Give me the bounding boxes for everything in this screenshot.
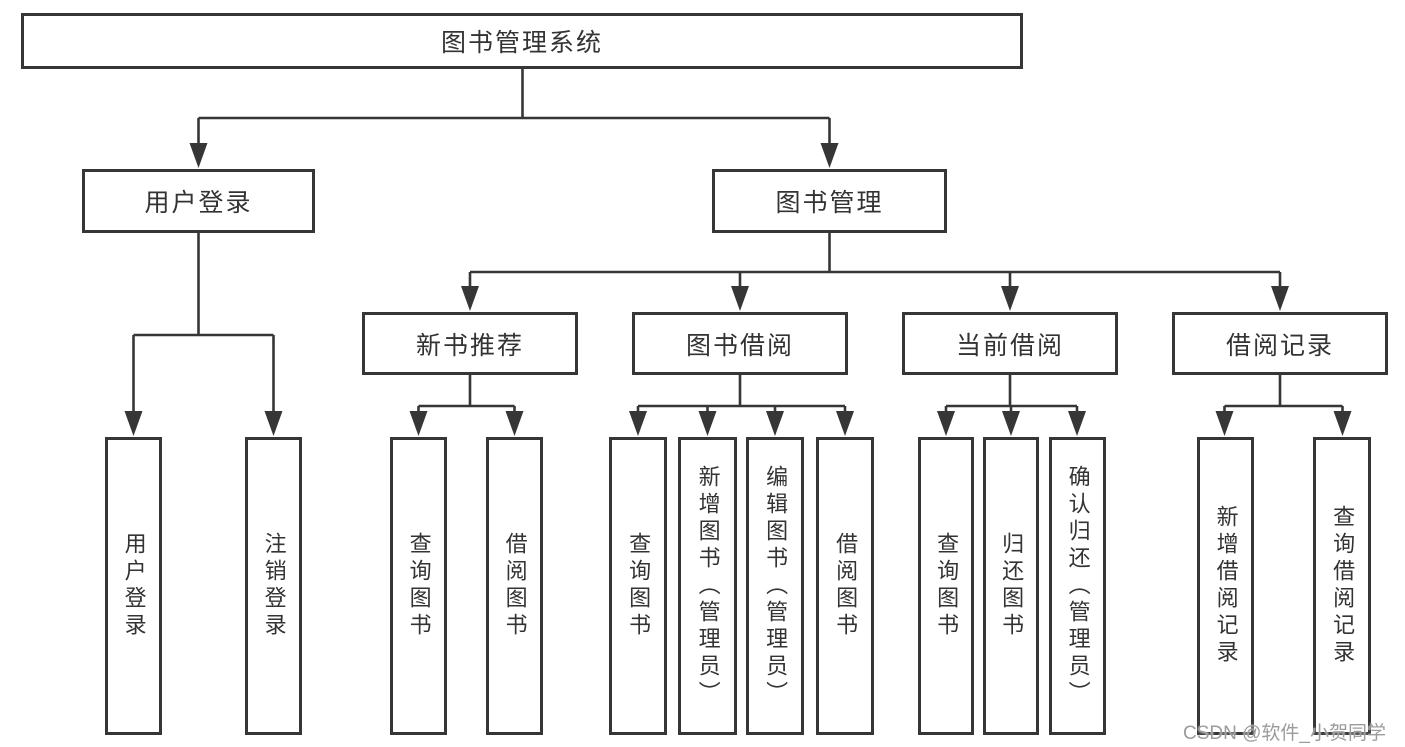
leaf-label: 借阅图书 <box>502 532 528 640</box>
leaf-label: 新增借阅记录 <box>1213 505 1239 667</box>
leaf-label: 注销登录 <box>261 532 287 640</box>
leaf-user-login: 用户登录 <box>105 437 162 735</box>
leaf-query-books-current: 查询图书 <box>918 437 974 735</box>
leaf-borrow-books: 借阅图书 <box>816 437 874 735</box>
leaf-confirm-return-admin: 确认归还（管理员） <box>1049 437 1106 735</box>
leaf-add-books-admin: 新增图书（管理员） <box>678 437 737 735</box>
leaf-borrow-books-recommend: 借阅图书 <box>486 437 543 735</box>
arrowheads <box>124 143 1352 436</box>
leaf-query-books-borrowing: 查询图书 <box>609 437 667 735</box>
node-user-login: 用户登录 <box>82 169 315 233</box>
leaf-label: 归还图书 <box>999 532 1025 640</box>
leaf-label: 查询图书 <box>626 532 652 640</box>
csdn-watermark: CSDN @软件_小贺同学 <box>1183 723 1386 744</box>
leaf-edit-books-admin: 编辑图书（管理员） <box>746 437 804 735</box>
leaf-label: 用户登录 <box>121 532 147 640</box>
leaf-label: 确认归还（管理员） <box>1065 464 1091 708</box>
node-borrowing-records: 借阅记录 <box>1172 312 1388 375</box>
leaf-label: 查询图书 <box>934 532 960 640</box>
leaf-label: 新增图书（管理员） <box>695 464 721 708</box>
leaf-return-books: 归还图书 <box>983 437 1039 735</box>
node-current-borrowing: 当前借阅 <box>902 312 1118 375</box>
node-new-book-recommend: 新书推荐 <box>362 312 578 375</box>
leaf-logout: 注销登录 <box>245 437 302 735</box>
node-book-management: 图书管理 <box>712 169 947 233</box>
node-library-management-system: 图书管理系统 <box>21 13 1023 69</box>
node-book-borrowing: 图书借阅 <box>632 312 848 375</box>
leaf-label: 借阅图书 <box>833 532 859 640</box>
leaf-query-borrow-record: 查询借阅记录 <box>1313 437 1371 735</box>
leaf-label: 查询借阅记录 <box>1330 505 1356 667</box>
leaf-label: 查询图书 <box>406 532 432 640</box>
leaf-query-books-recommend: 查询图书 <box>390 437 447 735</box>
leaf-add-borrow-record: 新增借阅记录 <box>1197 437 1254 735</box>
leaf-label: 编辑图书（管理员） <box>763 464 789 708</box>
